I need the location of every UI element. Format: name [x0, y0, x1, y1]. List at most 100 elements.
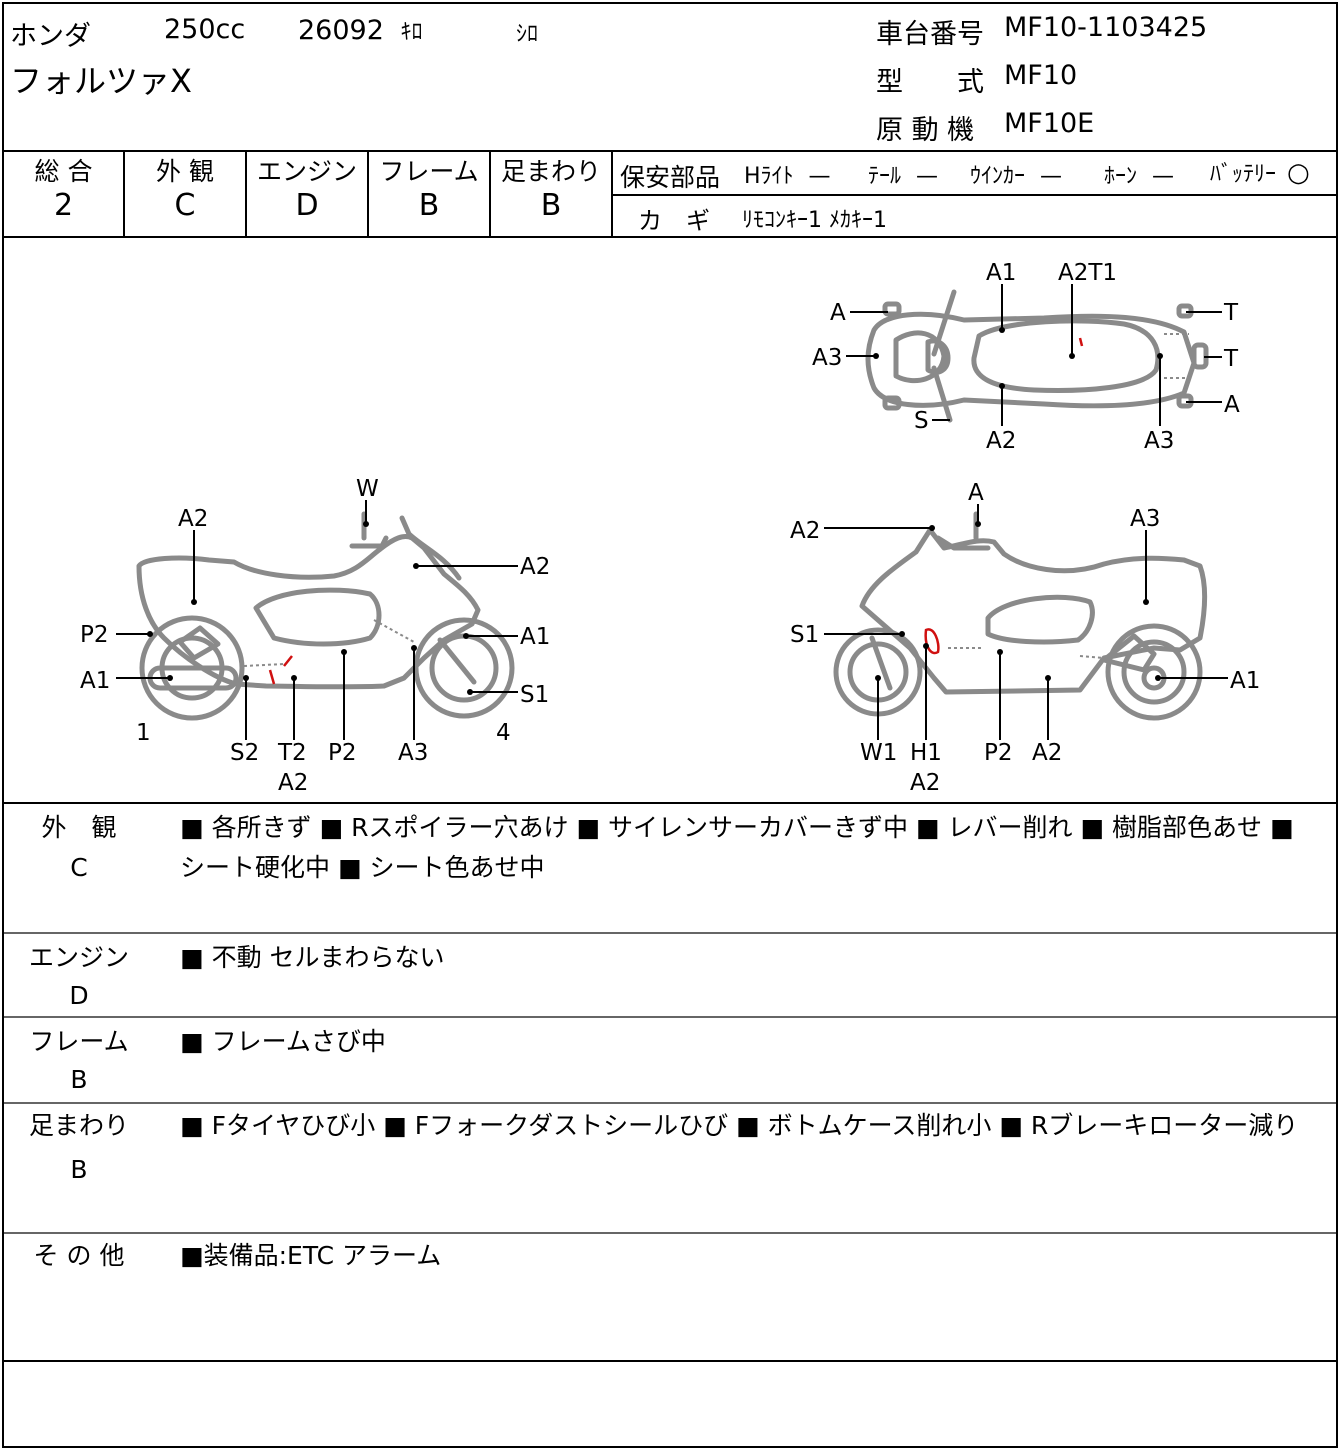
divider: [4, 802, 1336, 804]
grade-value: 2: [53, 188, 74, 223]
right-damage-mark: [924, 628, 940, 655]
diagram-label: A2: [986, 428, 1016, 454]
keys-value: ﾘﾓｺﾝｷｰ1 ﾒｶｷｰ1: [742, 208, 887, 233]
leader-dot: [873, 353, 879, 359]
right-side-cover: [985, 594, 1095, 645]
grade-label: 外 観: [156, 157, 214, 186]
diagram-label: A2: [278, 770, 308, 796]
diagram-label: H1: [910, 740, 942, 766]
grade-value: B: [418, 188, 440, 223]
section-grade: D: [69, 981, 89, 1010]
divider: [4, 1016, 1336, 1018]
diagram-label: T: [1223, 346, 1239, 372]
item-mark: ○: [1287, 158, 1310, 188]
model-name: フォルツァX: [10, 62, 192, 100]
diagram-label: 4: [496, 720, 511, 746]
item-name: ﾃｰﾙ: [868, 164, 902, 189]
leader-dot: [291, 675, 297, 681]
diagram-label: A1: [986, 260, 1016, 286]
leader-dot: [363, 521, 369, 527]
left-side-cover: [253, 587, 382, 647]
diagram-label: S1: [790, 622, 819, 648]
leader-dot: [463, 633, 469, 639]
top-dash: [1164, 333, 1189, 379]
leader-dot: [467, 689, 473, 695]
divider: [123, 150, 125, 238]
section-text: ■装備品:ETC アラーム: [180, 1241, 442, 1270]
left-shock: [177, 625, 221, 661]
leader-dot: [1155, 675, 1161, 681]
section-text: ■ 不動 セルまわらない: [180, 943, 445, 972]
leader-dot: [999, 383, 1005, 389]
section-grade: B: [70, 1065, 88, 1094]
section-text: ■ 各所きず ■ Rスポイラー穴あけ ■ サイレンサーカバーきず中 ■ レバー削…: [180, 813, 1294, 882]
item-mark: —: [1040, 164, 1063, 189]
divider: [4, 1102, 1336, 1104]
diagram-label: A1: [1230, 668, 1260, 694]
divider: [4, 932, 1336, 934]
diagram-label: W: [356, 476, 379, 502]
grade-value: B: [540, 188, 562, 223]
engine-value: MF10E: [1004, 108, 1095, 139]
vehicle-color: ｼﾛ: [516, 22, 539, 47]
safety-item-taillight: ﾃｰﾙ —: [868, 158, 938, 190]
safety-item-battery: ﾊﾞｯﾃﾘｰ ○: [1210, 156, 1310, 188]
leader-dot: [929, 525, 935, 531]
section-suspension: 足まわり B ■ Fタイヤひび小 ■ Fフォークダストシールひび ■ ボトムケー…: [4, 1104, 1336, 1232]
right-dash: [948, 647, 1105, 659]
top-view: A1 A2T1 A A3 S A2 A3 T T A: [812, 260, 1240, 454]
leader-dot: [997, 649, 1003, 655]
diagram-label: S2: [230, 740, 259, 766]
leader-dot: [975, 521, 981, 527]
grade-label: フレーム: [379, 157, 479, 186]
diagram-label: A: [1224, 392, 1240, 418]
top-body: [865, 311, 1197, 409]
diagram-label: A2: [178, 506, 208, 532]
leader-dot: [1143, 599, 1149, 605]
top-mirror: [882, 301, 902, 317]
diagram-label: A1: [80, 668, 110, 694]
leader-dot: [899, 631, 905, 637]
grade-label: エンジン: [256, 157, 357, 186]
diagram-label: S1: [520, 682, 549, 708]
divider: [4, 1232, 1336, 1234]
divider: [489, 150, 491, 238]
grade-label: 総 合: [34, 157, 93, 186]
leader-dot: [413, 563, 419, 569]
right-side-view: A A2 A3 S1 A1 W1 H1 A2 P2 A2: [790, 480, 1260, 796]
diagram-label: A: [830, 300, 846, 326]
section-label: 足まわり: [28, 1111, 129, 1140]
item-name: ｳｲﾝｶｰ: [970, 164, 1026, 189]
diagram-label: A2T1: [1058, 260, 1117, 286]
displacement: 250cc: [164, 14, 246, 45]
top-cowl: [893, 330, 947, 384]
right-swingarm: [1101, 633, 1157, 673]
section-grade: C: [70, 853, 88, 882]
divider: [367, 150, 369, 238]
left-side-view: W A2 A2 P2 A1 A1 S1 1 4 S2: [80, 476, 550, 796]
top-handle-left: [931, 289, 957, 357]
top-mirror: [882, 395, 902, 411]
safety-item-horn: ﾎｰﾝ —: [1104, 158, 1174, 190]
safety-item-headlight: Hﾗｲﾄ —: [744, 158, 831, 190]
rear-wheel: [1105, 623, 1203, 721]
leader-dot: [411, 645, 417, 651]
diagram-label: 1: [136, 720, 151, 746]
diagram-label: A2: [790, 518, 820, 544]
section-exterior: 外 観 C ■ 各所きず ■ Rスポイラー穴あけ ■ サイレンサーカバーきず中 …: [4, 804, 1336, 932]
leader-dot: [243, 675, 249, 681]
grade-value: C: [174, 188, 196, 223]
right-handlebar: [935, 535, 991, 551]
diagram-label: A: [968, 480, 984, 506]
section-engine: エンジン D ■ 不動 セルまわらない: [4, 934, 1336, 1016]
right-body: [859, 527, 1208, 695]
left-damage-mark: [268, 655, 293, 685]
diagram-label: P2: [80, 622, 109, 648]
diagram-label: A3: [398, 740, 428, 766]
diagram-label: T: [1223, 300, 1239, 326]
diagram-label: T2: [277, 740, 307, 766]
rear-wheel: [139, 615, 245, 721]
leader-dot: [1069, 353, 1075, 359]
diagram-label: P2: [328, 740, 357, 766]
section-text: ■ Fタイヤひび小 ■ Fフォークダストシールひび ■ ボトムケース削れ小 ■ …: [180, 1111, 1299, 1140]
